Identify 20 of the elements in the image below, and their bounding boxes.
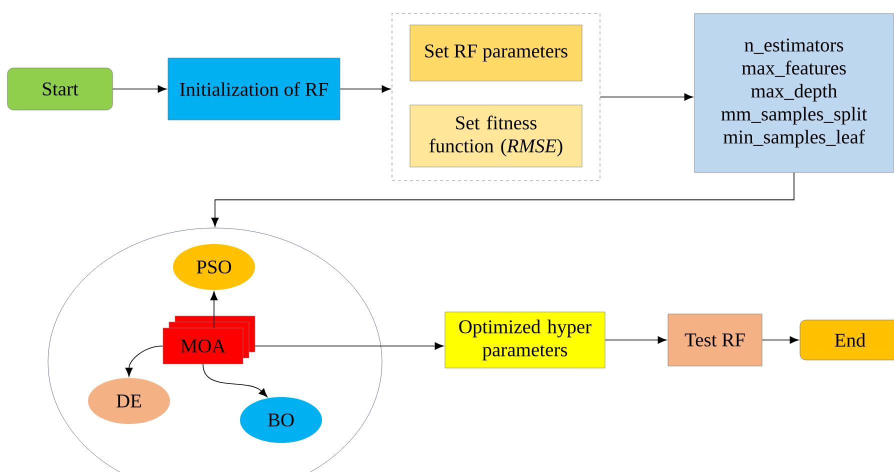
- start-box: Start: [7, 68, 113, 110]
- arrow: [112, 85, 167, 93]
- process-box: Set fitness function (RMSE): [410, 104, 582, 168]
- arrow: [211, 172, 794, 227]
- arrow: [125, 346, 164, 377]
- document-stack: MOA: [162, 316, 256, 364]
- arrow: [254, 342, 444, 350]
- arrow: [604, 336, 667, 344]
- arrow: [340, 85, 391, 93]
- end-box: End: [800, 320, 894, 360]
- arrow: [202, 364, 268, 398]
- arrow: [210, 291, 218, 328]
- process-box: Set RF parameters: [410, 24, 582, 82]
- process-box: Initialization of RF: [168, 58, 340, 120]
- process-box: Test RF: [668, 314, 762, 366]
- arrow: [762, 336, 799, 344]
- arrow: [600, 93, 694, 101]
- process-box: Optimized hyper parameters: [444, 312, 606, 368]
- parameter-box: n_estimators max_features max_depth mm_samples_split min_samples_leaf: [694, 13, 894, 173]
- group-box: [392, 13, 600, 181]
